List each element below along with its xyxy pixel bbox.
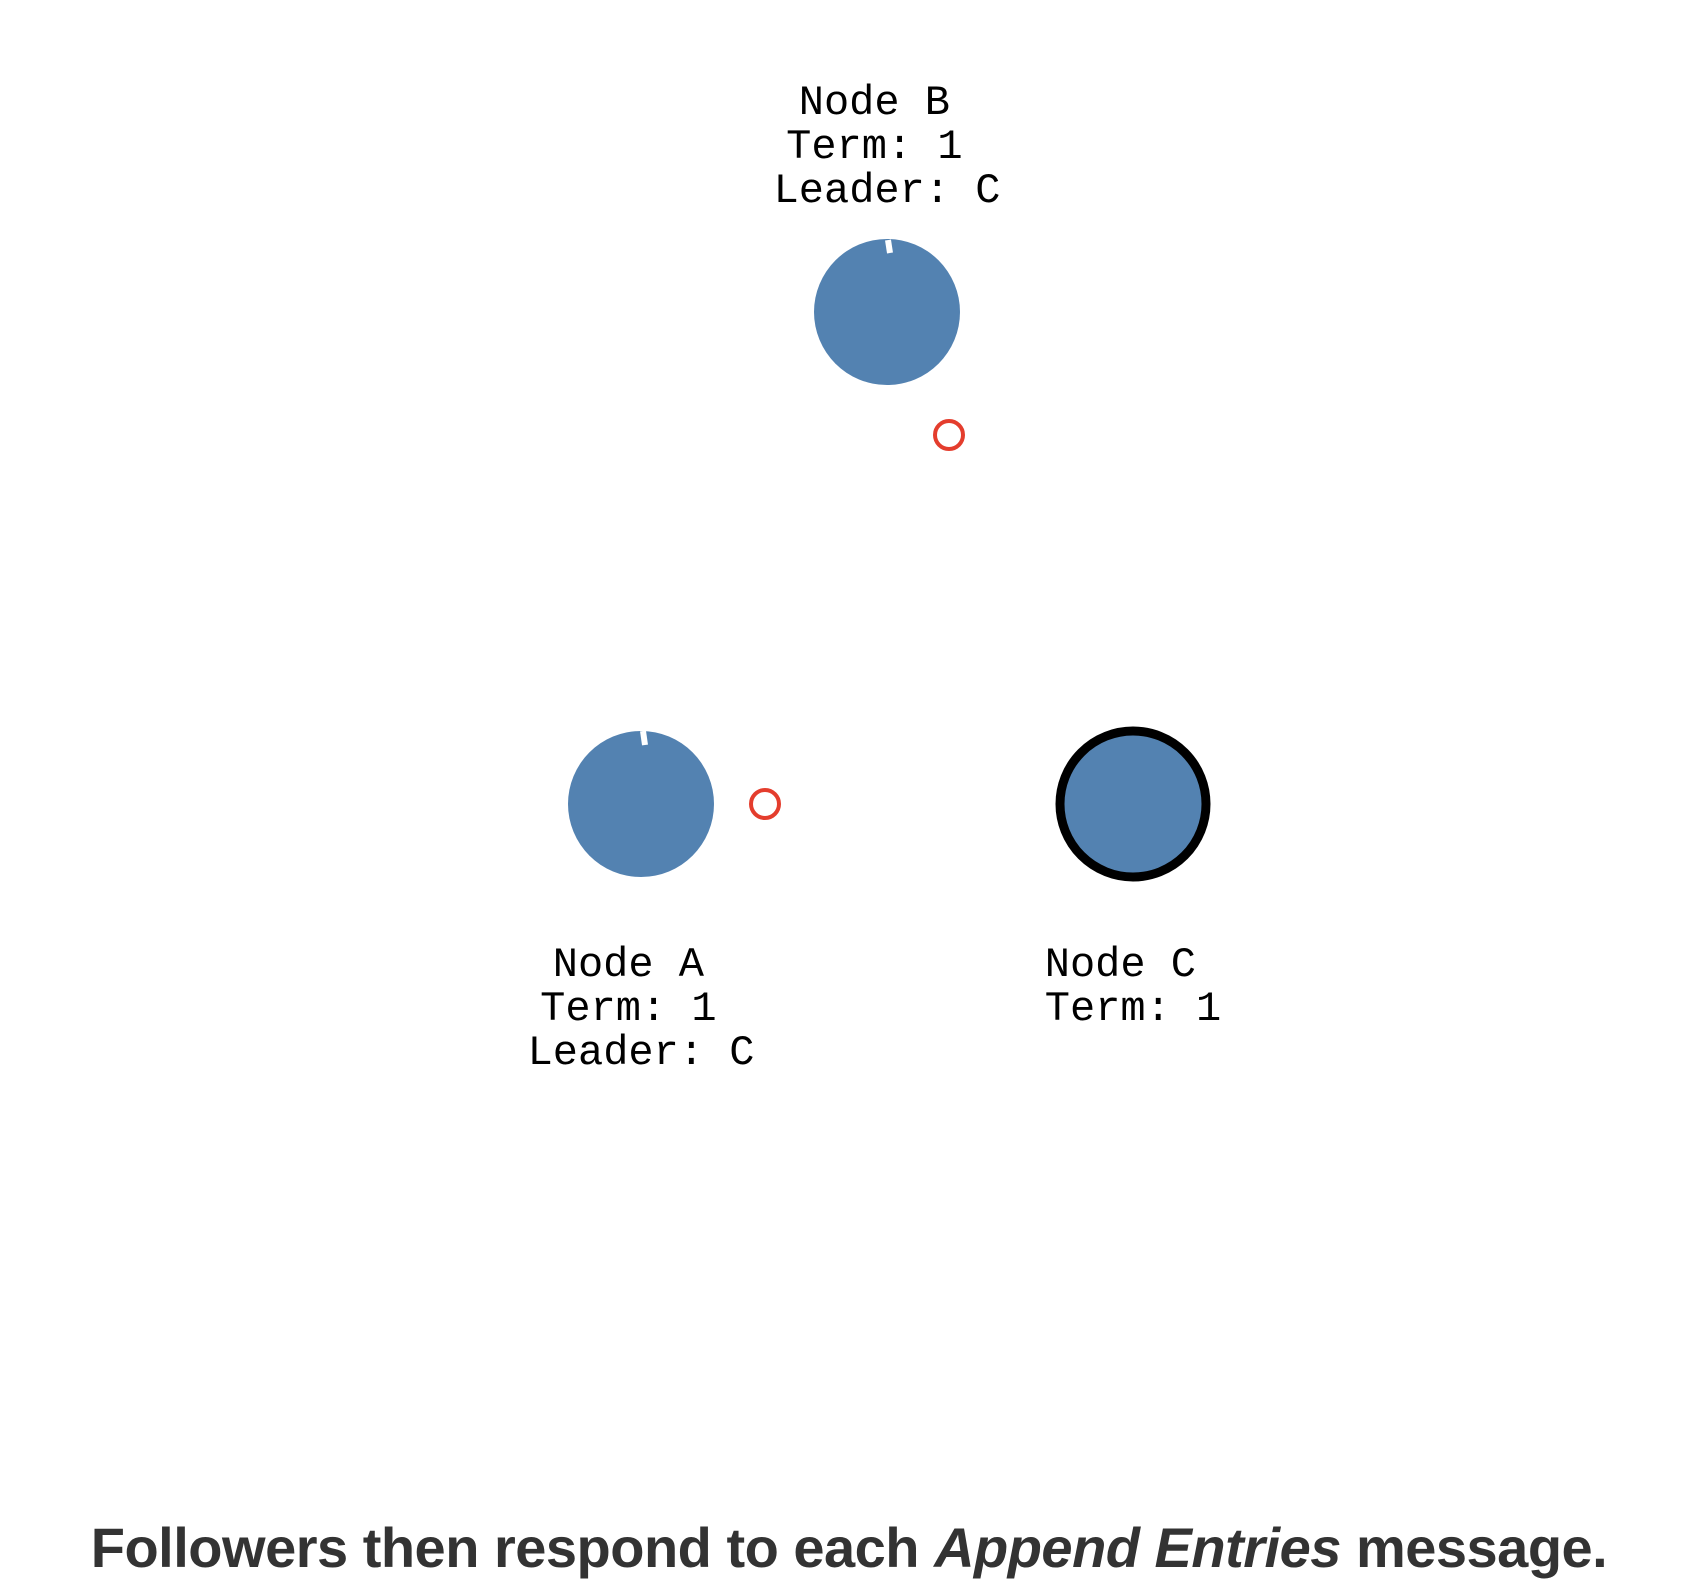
node-a-timeout-tick <box>640 730 648 746</box>
node-a-leader: Leader: C <box>528 1029 755 1077</box>
node-c-label: Node C Term: 1 <box>1045 941 1221 1033</box>
caption: Followers then respond to each Append En… <box>0 1515 1698 1580</box>
node-c-circle[interactable] <box>1055 726 1211 882</box>
node-a-term: Term: 1 <box>540 985 716 1033</box>
node-b-name: Node B <box>799 79 950 127</box>
node-b-leader: Leader: C <box>774 167 1001 215</box>
node-a: Node A Term: 1 Leader: C <box>528 730 755 1077</box>
node-b-term: Term: 1 <box>786 123 962 171</box>
node-a-circle[interactable] <box>568 731 714 877</box>
message-b-to-c <box>933 419 965 451</box>
caption-after: message. <box>1340 1516 1608 1579</box>
node-b-circle[interactable] <box>814 239 960 385</box>
node-a-name: Node A <box>553 941 705 989</box>
node-b-timeout-tick <box>885 239 893 254</box>
node-c: Node C Term: 1 <box>1045 726 1221 1033</box>
caption-emphasis: Append Entries <box>934 1516 1341 1579</box>
node-c-name: Node C <box>1045 941 1196 989</box>
node-c-term: Term: 1 <box>1045 985 1221 1033</box>
caption-before: Followers then respond to each <box>90 1516 935 1579</box>
node-b-label: Node B Term: 1 Leader: C <box>774 79 1001 215</box>
node-b: Node B Term: 1 Leader: C <box>774 79 1001 385</box>
node-a-label: Node A Term: 1 Leader: C <box>528 941 755 1077</box>
message-a-to-c <box>749 788 781 820</box>
